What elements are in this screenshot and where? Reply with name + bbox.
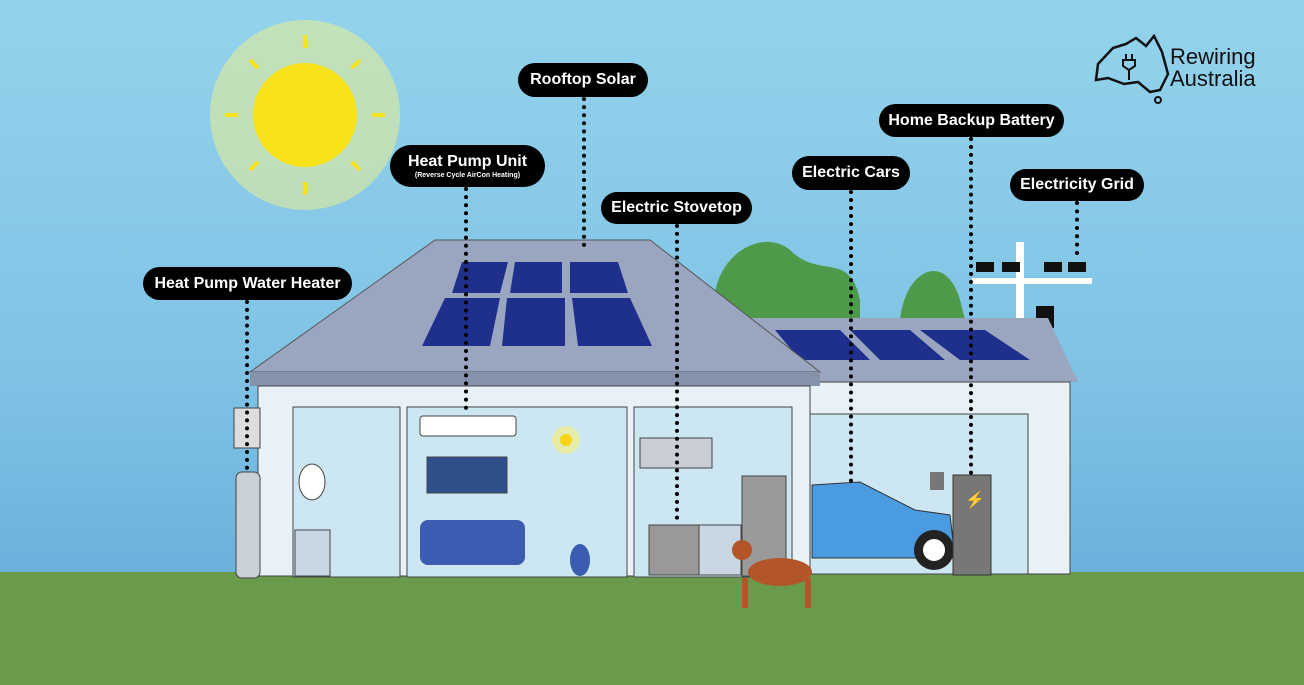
label-heat-pump-unit: Heat Pump Unit (Reverse Cycle AirCon Heat… — [390, 145, 545, 187]
painting — [426, 456, 508, 494]
label-home-backup-battery: Home Backup Battery — [879, 104, 1064, 137]
aircon-unit — [419, 415, 517, 437]
label-text: Electricity Grid — [1020, 176, 1134, 193]
leader-line-electricity-grid — [1075, 201, 1079, 255]
label-text: Heat Pump Water Heater — [154, 274, 341, 292]
leader-line-home-backup-battery — [969, 137, 973, 475]
label-electricity-grid: Electricity Grid — [1010, 169, 1144, 201]
bathroom-vanity — [294, 529, 331, 577]
label-electric-stovetop: Electric Stovetop — [601, 192, 752, 224]
mirror — [298, 463, 326, 501]
dog — [732, 540, 812, 608]
label-electric-cars: Electric Cars — [792, 156, 910, 190]
label-rooftop-solar: Rooftop Solar — [518, 63, 648, 97]
label-text: Electric Cars — [802, 164, 900, 181]
logo-line-1: Rewiring — [1170, 44, 1256, 69]
electric-car — [811, 481, 956, 570]
sun-icon — [210, 20, 400, 210]
ground — [0, 572, 1304, 685]
label-heat-pump-water-heater: Heat Pump Water Heater — [143, 267, 352, 300]
label-text: Home Backup Battery — [888, 111, 1055, 129]
leader-line-electric-cars — [849, 190, 853, 483]
sofa — [420, 520, 525, 565]
leader-line-rooftop-solar — [582, 97, 586, 247]
leader-line-electric-stovetop — [675, 224, 679, 520]
garage-solar-panels — [775, 330, 1030, 360]
plant-pot — [570, 544, 590, 576]
svg-text:⚡: ⚡ — [965, 490, 985, 509]
leader-line-heat-pump-water-heater — [245, 300, 249, 470]
australia-plug-logo-icon — [1094, 34, 1170, 104]
logo-line-2: Australia — [1170, 66, 1256, 91]
label-text: Heat Pump Unit — [407, 153, 528, 170]
roof-solar-panels — [422, 262, 652, 346]
oven — [648, 524, 700, 576]
trees — [713, 241, 965, 330]
label-text: Rooftop Solar — [530, 71, 636, 88]
label-text: Electric Stovetop — [611, 199, 742, 216]
label-subtext: (Reverse Cycle AirCon Heating) — [414, 172, 521, 179]
leader-line-heat-pump-unit — [464, 187, 468, 410]
home-battery: ⚡ — [930, 472, 992, 576]
logo-text: Rewiring Australia — [1170, 46, 1256, 90]
